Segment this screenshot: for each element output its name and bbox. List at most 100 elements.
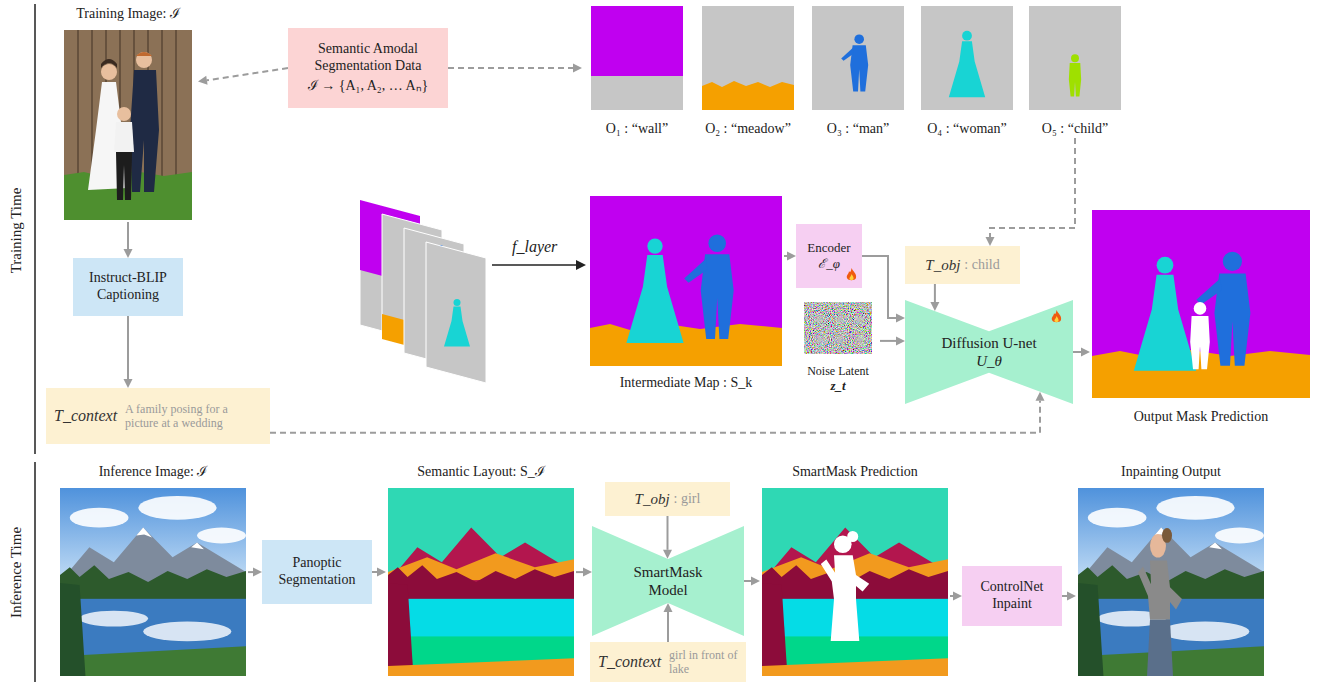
illustration-circle [1162, 528, 1172, 543]
connector-arrow [124, 222, 133, 258]
connector-arrow [880, 336, 905, 345]
hourglass-fill [905, 300, 1073, 404]
illustration-use [684, 234, 734, 339]
illustration-rect [804, 302, 872, 354]
connector-arrow [664, 603, 673, 642]
illustration-polygon [576, 260, 586, 270]
section-label: Inference Time [9, 526, 26, 617]
hourglass-outline [592, 526, 744, 636]
node-text: T_obj [925, 257, 960, 274]
encoder-box: Encoderℰ_φ [796, 224, 862, 288]
image-caption: Intermediate Map : S_k [620, 375, 753, 392]
object-mask: O₂ : “meadow” [693, 6, 803, 138]
arrow-head [896, 336, 905, 345]
image-caption: Semantic Layout: S_ℐ [417, 464, 544, 481]
image-caption: O₄ : “woman” [927, 121, 1007, 138]
illustration-use [841, 34, 868, 91]
connector-line [576, 571, 583, 573]
connector-line [207, 68, 288, 80]
model-shape: SmartMask Model [592, 526, 744, 636]
inpaint-output: Inpainting Output [1076, 464, 1266, 678]
illustration-use [1078, 488, 1264, 676]
illustration-use [64, 30, 192, 220]
mask-prediction: SmartMask Prediction [760, 464, 950, 678]
node-text: Encoder [807, 240, 850, 256]
image-caption: O₅ : “child” [1042, 121, 1108, 138]
flame-outer [1052, 310, 1061, 322]
arrow-head [1067, 592, 1076, 601]
illustration-path [702, 81, 794, 110]
image-caption: SmartMask Prediction [792, 464, 918, 481]
connector-line [1062, 595, 1067, 597]
hourglass-outline [905, 300, 1073, 404]
node-text: Instruct-BLIP Captioning [79, 270, 177, 304]
arrow-head [986, 237, 995, 246]
connector-arrow [784, 251, 796, 260]
image-caption: O₂ : “meadow” [705, 121, 791, 138]
illustration-use [444, 299, 470, 347]
illustration-use [821, 531, 869, 641]
text-prompt: T_context A family posing for a picture a… [46, 388, 270, 444]
connector-arrow [950, 592, 962, 601]
unet-shape: Diffusion U-netU_θ [905, 300, 1073, 404]
node-text: ℐ → {A₁, A₂, … Aₙ} [308, 78, 429, 95]
inference-image: Inference Image: ℐ [58, 464, 248, 678]
node-text: : child [964, 257, 999, 273]
illustration-use [1134, 257, 1196, 371]
illustration-path [1147, 620, 1173, 676]
connector-arrow [270, 392, 1045, 433]
connector-line [448, 67, 573, 69]
arrow-head [124, 249, 133, 258]
connector-arrow [930, 284, 939, 311]
connector-arrow [1073, 348, 1090, 357]
connector-line [372, 571, 377, 573]
text-prompt: T_obj: child [905, 246, 1020, 284]
connector-line [667, 516, 669, 550]
noise-latent: Noise Latentz_t [796, 300, 880, 394]
image-caption: O₃ : “man” [827, 121, 889, 138]
connector-arrow [248, 568, 262, 577]
arrow-head [787, 251, 796, 260]
text-prompt: T_contextgirl in front of lake [590, 642, 746, 682]
semantic-layout: Semantic Layout: S_ℐ [386, 464, 576, 678]
connector-arrow [576, 568, 592, 577]
arrow-head [930, 302, 939, 311]
image-caption: Output Mask Prediction [1134, 409, 1269, 426]
connector-line [1073, 351, 1081, 353]
illustration-rect [591, 6, 683, 110]
node-text: T_context [54, 407, 117, 425]
node-text: A family posing for a picture at a weddi… [125, 402, 262, 431]
connector-line [744, 580, 751, 582]
image-caption: O₁ : “wall” [606, 121, 668, 138]
object-mask: O₃ : “man” [803, 6, 913, 138]
node-text: ℰ_φ [818, 256, 840, 272]
illustration-use [762, 488, 948, 676]
illustration-use [626, 238, 683, 343]
connector-line [990, 138, 1075, 237]
connector-line [270, 401, 1040, 433]
image-caption: z_t [830, 378, 845, 394]
connector-arrow [124, 316, 133, 388]
dataset-box: Semantic Amodal Segmentation Data ℐ → {A₁… [288, 28, 448, 108]
training-image: Training Image: ℐ [58, 6, 198, 222]
arrow-head [124, 379, 133, 388]
flame-outer [847, 268, 856, 280]
process-box: ControlNet Inpaint [962, 566, 1062, 626]
flame-inner [1054, 316, 1058, 322]
illustration-polygon [426, 242, 486, 383]
illustration-svg [1138, 528, 1182, 676]
node-text: Semantic Amodal Segmentation Data [294, 41, 442, 75]
image-caption: Inpainting Output [1121, 464, 1221, 481]
image-caption: Inference Image: ℐ [99, 464, 208, 481]
arrow-head [583, 568, 592, 577]
illustration-use [1069, 54, 1081, 96]
connector-arrow [744, 577, 760, 586]
node-text: girl in front of lake [669, 648, 738, 677]
illustration-rect [702, 6, 794, 110]
illustration-rect [1029, 6, 1121, 110]
node-text: U_θ [976, 352, 1002, 370]
arrow-head [953, 592, 962, 601]
flame-icon [846, 268, 857, 282]
connector-arrow [663, 516, 672, 559]
